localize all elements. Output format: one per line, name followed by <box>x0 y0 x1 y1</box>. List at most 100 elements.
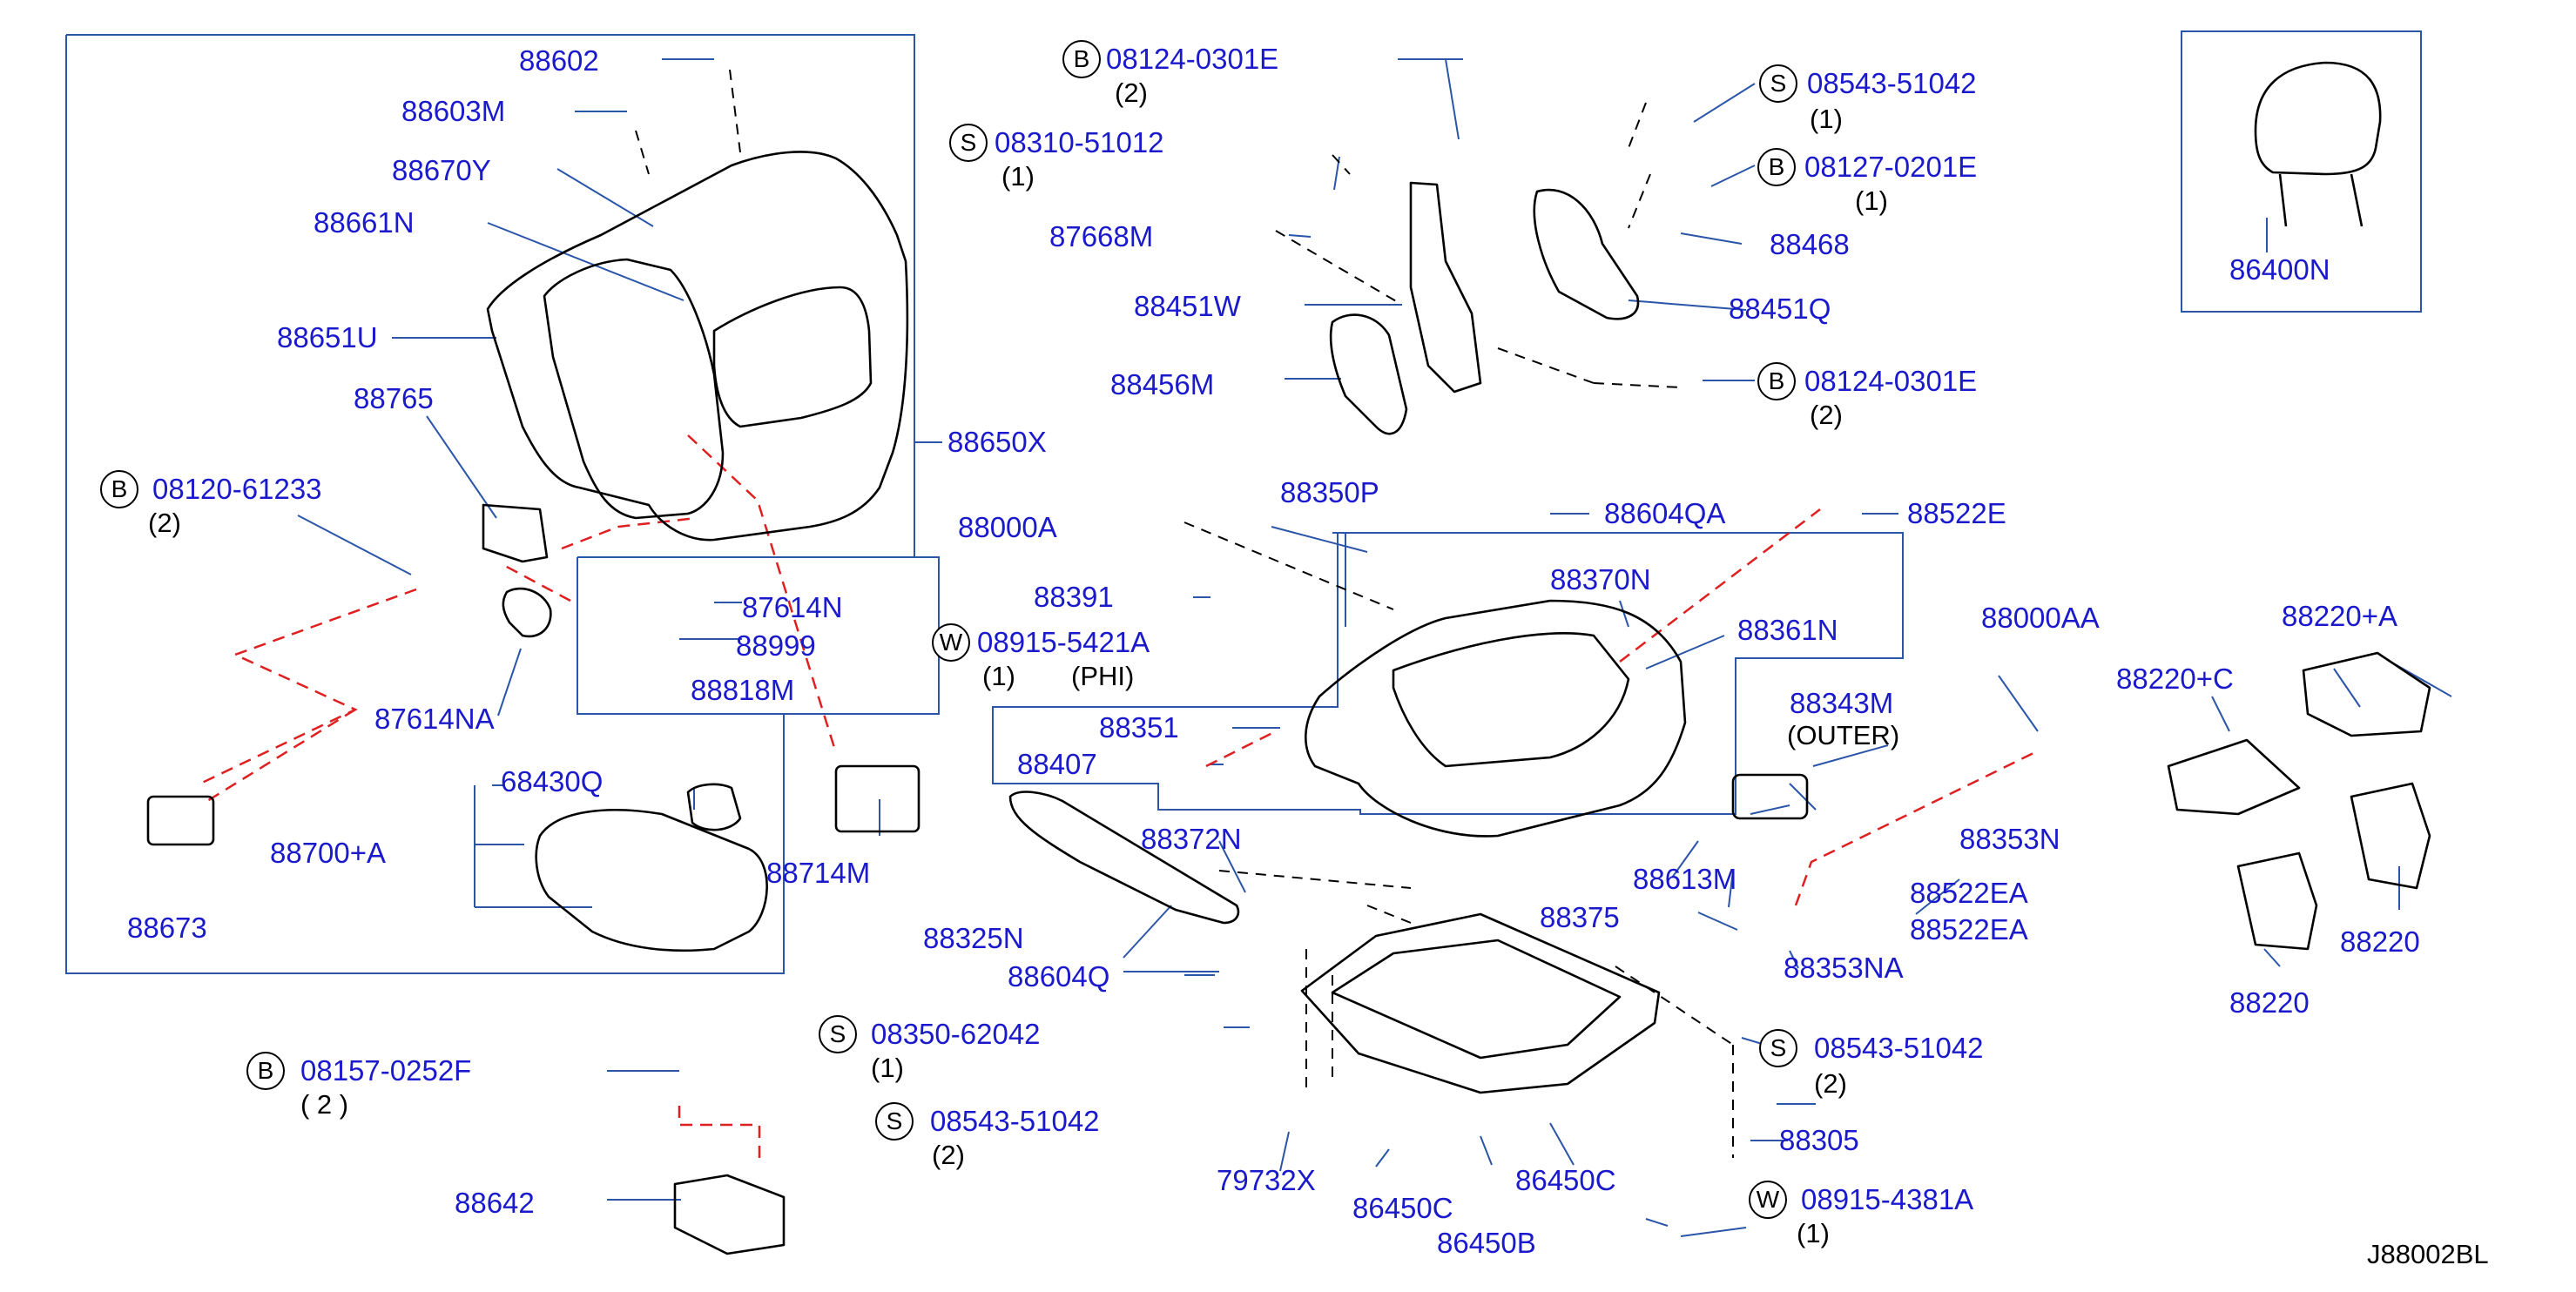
part-label-88451Q[interactable]: 88451Q <box>1729 293 1831 325</box>
part-label-88000AA[interactable]: 88000AA <box>1981 602 2100 634</box>
fastener-prefix-circle: W <box>1749 1181 1787 1219</box>
part-label-88651U[interactable]: 88651U <box>277 321 378 353</box>
part-label-88372N[interactable]: 88372N <box>1141 823 1242 855</box>
seatbelt-strap <box>1008 791 1240 925</box>
fastener-code-08543-51042-mid[interactable]: 08543-51042 <box>930 1105 1100 1137</box>
fastener-qty: (2) <box>148 508 181 538</box>
part-label-88220-2[interactable]: 88220 <box>2229 986 2310 1019</box>
fastener-qty: ( 2 ) <box>300 1089 349 1120</box>
part-label-88407[interactable]: 88407 <box>1017 748 1097 780</box>
part-label-88522EA-1[interactable]: 88522EA <box>1910 877 2028 909</box>
part-label-86450C-1[interactable]: 86450C <box>1352 1192 1453 1224</box>
part-label-88522EA-2[interactable]: 88522EA <box>1910 913 2028 945</box>
part-label-88604Q[interactable]: 88604Q <box>1008 960 1110 993</box>
part-label-88353NA[interactable]: 88353NA <box>1784 952 1904 984</box>
fastener-code-08127-0201E[interactable]: 08127-0201E <box>1804 151 1978 183</box>
anchor-bracket <box>673 1174 786 1255</box>
part-label-88700A[interactable]: 88700+A <box>270 837 387 869</box>
red-dashed-guides <box>199 434 2034 1165</box>
part-label-88673[interactable]: 88673 <box>127 912 207 944</box>
part-label-88220A[interactable]: 88220+A <box>2282 600 2398 632</box>
part-label-88522E[interactable]: 88522E <box>1907 497 2006 529</box>
part-label-88818M[interactable]: 88818M <box>691 674 795 706</box>
part-label-88305[interactable]: 88305 <box>1779 1124 1859 1156</box>
fastener-prefix-circle: B <box>100 470 138 508</box>
part-label-88343M[interactable]: 88343M <box>1790 687 1894 719</box>
fastener-code-08543-51042-top[interactable]: 08543-51042 <box>1807 67 1977 99</box>
diagram-code: J88002BL <box>2367 1239 2489 1269</box>
part-label-87614NA[interactable]: 87614NA <box>374 703 495 735</box>
fastener-note-phi: (PHI) <box>1071 661 1135 691</box>
fastener-qty: (1) <box>1001 161 1035 192</box>
part-label-88661N[interactable]: 88661N <box>314 206 415 239</box>
fastener-prefix-circle: B <box>1757 148 1796 186</box>
fastener-prefix-circle: S <box>1759 64 1797 103</box>
part-label-88613M[interactable]: 88613M <box>1633 863 1737 895</box>
note-outer: (OUTER) <box>1787 720 1900 750</box>
part-label-88325N[interactable]: 88325N <box>923 922 1024 954</box>
part-label-86450C-2[interactable]: 86450C <box>1515 1164 1616 1196</box>
recliner-cover-right <box>1533 188 1640 320</box>
part-label-88642[interactable]: 88642 <box>455 1187 535 1219</box>
part-label-88602[interactable]: 88602 <box>519 44 599 77</box>
fastener-qty: (1) <box>982 661 1015 691</box>
fastener-code-08124-0301E-top[interactable]: 08124-0301E <box>1106 43 1279 75</box>
fastener-qty: (2) <box>932 1140 965 1170</box>
fastener-code-08157-0252F[interactable]: 08157-0252F <box>300 1054 472 1087</box>
part-label-88604QA[interactable]: 88604QA <box>1604 497 1726 529</box>
fastener-prefix-circle: W <box>932 623 970 662</box>
side-cover-88220C <box>2167 738 2301 816</box>
part-label-88351[interactable]: 88351 <box>1099 711 1179 744</box>
part-label-79732X[interactable]: 79732X <box>1217 1164 1316 1196</box>
fastener-qty: (1) <box>871 1053 904 1083</box>
part-label-88220C[interactable]: 88220+C <box>2116 663 2234 695</box>
headrest-outline <box>2254 61 2382 176</box>
fastener-prefix-circle: B <box>246 1052 285 1090</box>
fastener-code-08915-5421A[interactable]: 08915-5421A <box>977 626 1150 658</box>
part-label-68430Q[interactable]: 68430Q <box>501 765 604 797</box>
part-label-87614N[interactable]: 87614N <box>742 591 843 623</box>
part-label-88999[interactable]: 88999 <box>736 629 816 662</box>
pad-88673 <box>146 795 215 846</box>
part-label-88451W[interactable]: 88451W <box>1134 290 1241 322</box>
part-label-88650X[interactable]: 88650X <box>947 426 1047 458</box>
part-label-88370N[interactable]: 88370N <box>1550 563 1651 596</box>
cushion-insert <box>1392 632 1630 768</box>
part-label-88375[interactable]: 88375 <box>1540 901 1620 933</box>
part-label-88350P[interactable]: 88350P <box>1280 476 1379 508</box>
fastener-code-08543-51042-right[interactable]: 08543-51042 <box>1814 1032 1984 1064</box>
part-label-86400N[interactable]: 86400N <box>2229 253 2330 286</box>
fastener-code-08350-62042[interactable]: 08350-62042 <box>871 1018 1041 1050</box>
ring-87614NA <box>502 587 552 638</box>
part-label-88765[interactable]: 88765 <box>354 382 434 414</box>
part-label-88361N[interactable]: 88361N <box>1737 614 1838 646</box>
fastener-qty: (2) <box>1115 77 1148 108</box>
part-label-88456M[interactable]: 88456M <box>1110 368 1215 400</box>
recliner-cover-left <box>1329 313 1408 435</box>
fastener-qty: (1) <box>1810 104 1843 134</box>
part-label-88714M[interactable]: 88714M <box>766 857 871 889</box>
headrest-post-right <box>2350 173 2364 227</box>
part-label-88670Y[interactable]: 88670Y <box>392 154 491 186</box>
fastener-code-08124-0301E-mid[interactable]: 08124-0301E <box>1804 365 1978 397</box>
part-label-88603M[interactable]: 88603M <box>401 95 506 127</box>
leader-lines <box>297 58 2452 1237</box>
fastener-code-08120-61233[interactable]: 08120-61233 <box>152 473 322 505</box>
fastener-qty: (1) <box>1855 185 1888 216</box>
part-label-88220-1[interactable]: 88220 <box>2340 925 2420 958</box>
fastener-code-08310-51012[interactable]: 08310-51012 <box>995 126 1164 158</box>
fastener-code-08915-4381A[interactable]: 08915-4381A <box>1801 1183 1974 1215</box>
part-label-86450B[interactable]: 86450B <box>1437 1227 1536 1259</box>
part-label-88353N[interactable]: 88353N <box>1959 823 2060 855</box>
part-label-87668M[interactable]: 87668M <box>1049 220 1154 252</box>
fastener-prefix-circle: S <box>875 1102 914 1141</box>
cushion-group-frame <box>992 532 1904 815</box>
block-88343M <box>1731 773 1809 820</box>
seat-frame-outline <box>1300 912 1661 1094</box>
part-label-88000A[interactable]: 88000A <box>958 511 1057 543</box>
part-label-88391[interactable]: 88391 <box>1034 581 1114 613</box>
seatback-frame-outline <box>486 151 909 542</box>
bracket-88765 <box>482 503 549 563</box>
part-label-88468[interactable]: 88468 <box>1770 228 1850 260</box>
fastener-prefix-circle: S <box>949 124 988 162</box>
